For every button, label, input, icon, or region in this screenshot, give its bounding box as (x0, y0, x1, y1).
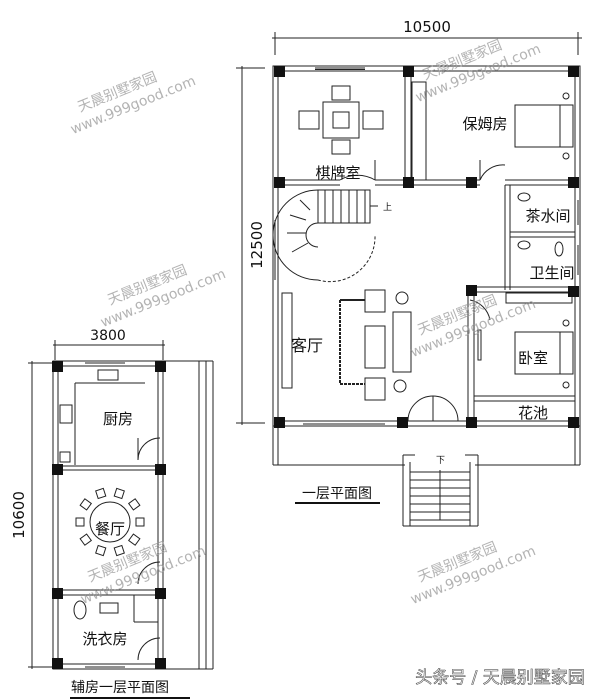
main-dimension-lines (236, 32, 582, 425)
footer-source: 头条号 / 天晨别墅家园 (415, 668, 585, 688)
room-label-dining: 餐厅 (95, 520, 125, 538)
dining-chairs (75, 487, 145, 557)
room-label-nanny-room: 保姆房 (462, 115, 507, 133)
main-width-dimension: 10500 (403, 18, 451, 36)
dining-chair (127, 498, 141, 511)
annex-dimension-lines (28, 340, 165, 669)
dining-chair (95, 544, 107, 557)
room-label-kitchen: 厨房 (103, 410, 133, 428)
dining-chair (79, 533, 93, 546)
dining-chair (113, 487, 125, 500)
room-label-flower-bed: 花池 (518, 404, 548, 422)
room-label-bedroom: 卧室 (518, 349, 548, 367)
annex-depth-dimension: 10600 (10, 491, 28, 539)
annex-plan-title: 辅房一层平面图 (71, 680, 169, 696)
room-label-living-room: 客厅 (291, 336, 323, 355)
living-room-sofa-set (281, 289, 412, 401)
bathroom-fixtures (517, 192, 564, 257)
beds (477, 92, 574, 389)
dining-chair (113, 544, 125, 557)
dining-chair (75, 517, 85, 527)
dining-chair (127, 533, 141, 546)
room-label-chess-room: 棋牌室 (315, 164, 360, 182)
main-plan-title: 一层平面图 (302, 486, 372, 502)
dining-chair (95, 487, 107, 500)
dining-chair (135, 517, 145, 527)
room-label-laundry: 洗衣房 (82, 630, 127, 648)
annex-width-dimension: 3800 (90, 328, 126, 344)
stair-up-label: 上 (383, 202, 392, 213)
room-label-bathroom: 卫生间 (529, 264, 574, 282)
chess-table (298, 85, 384, 155)
main-depth-dimension: 12500 (248, 221, 266, 269)
stair-down-label: 下 (436, 456, 445, 466)
dining-chair (79, 498, 93, 511)
front-porch (272, 426, 581, 527)
annex-walls (52, 360, 214, 670)
room-label-tea-room: 茶水间 (525, 207, 570, 225)
structural-columns (52, 66, 579, 669)
main-house-walls (272, 65, 581, 427)
spiral-staircase (272, 189, 378, 283)
